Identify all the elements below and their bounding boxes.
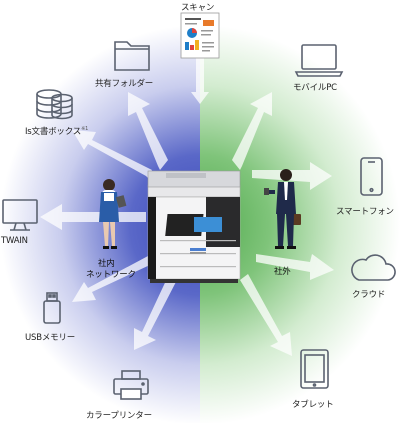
mobile-pc-label: モバイルPC (293, 83, 337, 93)
arrow-usb (72, 256, 152, 302)
docbox-label-text: Is文書ボックス (25, 127, 82, 137)
internal-zone-label-line1: 社内 (98, 259, 115, 269)
arrow-cloud (256, 254, 334, 280)
docbox-label: Is文書ボックス※1 (25, 125, 88, 137)
tablet-icon (300, 349, 329, 389)
arrow-mobile-pc (232, 92, 272, 170)
arrow-printer (134, 272, 178, 350)
arrow-twain (40, 204, 146, 230)
arrows (40, 55, 334, 356)
shared-folder-label: 共有フォルダー (95, 79, 154, 89)
desktop-monitor-icon (2, 199, 38, 231)
usb-memory-label: USBメモリー (25, 333, 76, 343)
twain-label: TWAIN (1, 236, 28, 246)
external-zone-label: 社外 (274, 267, 291, 277)
cloud-icon (351, 254, 396, 281)
multifunction-printer (147, 170, 241, 283)
woman-with-tablet (99, 179, 127, 249)
docbox-footnote: ※1 (81, 126, 89, 133)
scan-arrow (191, 55, 209, 104)
scan-label: スキャン (181, 3, 215, 13)
scan-document-icon (180, 12, 220, 59)
arrow-tablet (240, 274, 292, 356)
color-printer-label: カラープリンター (86, 411, 152, 421)
man-with-briefcase (264, 169, 301, 249)
folder-icon (114, 41, 150, 71)
printer-icon (113, 370, 149, 400)
smartphone-icon (360, 157, 383, 196)
usb-memory-icon (43, 292, 61, 324)
cloud-label: クラウド (352, 290, 386, 300)
tablet-label: タブレット (292, 400, 334, 410)
arrow-smartphone (252, 162, 332, 190)
arrow-shared-folder (128, 92, 168, 170)
internal-zone-label-line2: ネットワーク (86, 270, 136, 280)
laptop-icon (294, 44, 344, 77)
smartphone-label: スマートフォン (336, 207, 394, 217)
database-icon (36, 89, 73, 120)
arrow-docbox (72, 130, 152, 178)
